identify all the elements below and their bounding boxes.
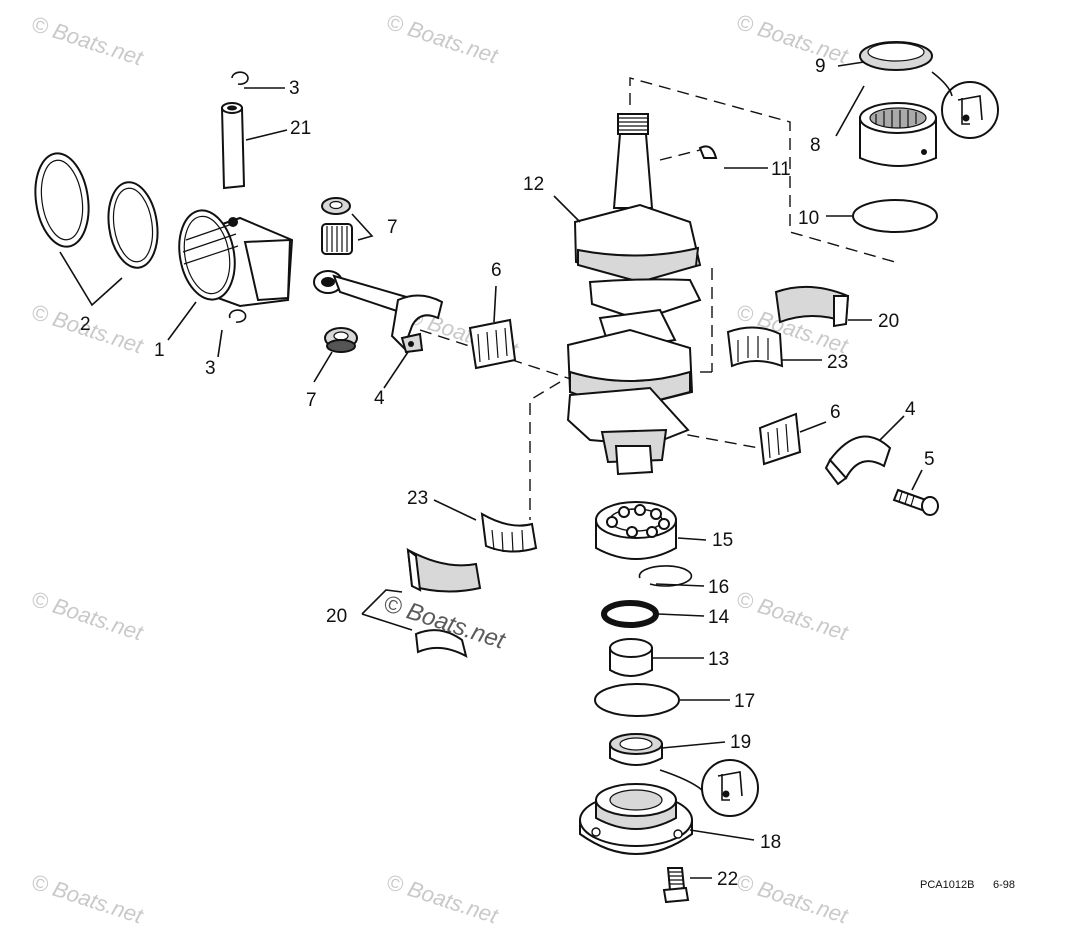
- callout-5: 5: [924, 449, 935, 470]
- needle-bearings: [321, 197, 358, 353]
- callout-14: 14: [708, 607, 730, 628]
- callout-1: 1: [154, 340, 165, 361]
- callout-21: 21: [290, 118, 311, 139]
- callout-4-right: 4: [905, 399, 916, 420]
- callout-2: 2: [80, 314, 91, 335]
- ball-bearing: [595, 501, 677, 560]
- watermark: © Boats.net: [383, 9, 501, 69]
- watermark: © Boats.net: [733, 9, 851, 69]
- piston-rings: [34, 152, 159, 269]
- top-bearing-assembly: [852, 41, 938, 233]
- callout-7-top: 7: [387, 217, 398, 238]
- bearing-cage-lower-right: [758, 412, 802, 466]
- watermark: © Boats.net: [383, 869, 501, 929]
- bearing-cage-right: [726, 326, 784, 368]
- callout-3-top: 3: [289, 78, 300, 99]
- sealant-icon-upper: [941, 81, 999, 139]
- callout-18: 18: [760, 832, 781, 853]
- callout-3-bottom: 3: [205, 358, 216, 379]
- connecting-rod: [313, 270, 444, 354]
- sealant-icon-lower: [701, 759, 759, 817]
- watermark: © Boats.net: [733, 869, 851, 929]
- callout-8: 8: [810, 135, 821, 156]
- figure-code: PCA1012B: [920, 879, 974, 891]
- bearing-cage-lower-left: [480, 512, 538, 553]
- diagram-footer: PCA1012B 6-98: [920, 879, 1015, 891]
- figure-date: 6-98: [993, 879, 1015, 891]
- callout-22: 22: [717, 869, 738, 890]
- callout-23-left: 23: [407, 488, 428, 509]
- woodruff-key: [698, 145, 718, 159]
- callout-labels: 2 1 3 3 21 7 7 4 6 12 11 9 8 10 20 23 6 …: [80, 56, 935, 890]
- retaining-rings: [228, 71, 249, 323]
- watermark: © Boats.net: [28, 11, 146, 71]
- leader-lines: [59, 61, 953, 879]
- callout-19: 19: [730, 732, 751, 753]
- rod-cap: [824, 435, 892, 486]
- lower-components: [579, 565, 693, 904]
- callout-6-right: 6: [830, 402, 841, 423]
- bearing-shell-left: [406, 547, 482, 658]
- callout-12: 12: [523, 174, 544, 195]
- rod-screw: [892, 488, 939, 516]
- crankshaft: [566, 113, 702, 476]
- piston-pin: [220, 102, 246, 190]
- callout-10: 10: [798, 208, 819, 229]
- callout-23-right: 23: [827, 352, 848, 373]
- bearing-shell-right: [774, 285, 850, 328]
- watermark: © Boats.net: [28, 586, 146, 646]
- callout-6-left: 6: [491, 260, 502, 281]
- callout-15: 15: [712, 530, 733, 551]
- callout-13: 13: [708, 649, 729, 670]
- callout-7-bottom: 7: [306, 390, 317, 411]
- callout-11: 11: [771, 159, 791, 180]
- callout-20-right: 20: [878, 311, 899, 332]
- callout-4-left: 4: [374, 388, 385, 409]
- piston: [178, 209, 294, 308]
- callout-17: 17: [734, 691, 755, 712]
- bearing-cage-upper-left: [468, 318, 517, 370]
- callout-9: 9: [815, 56, 826, 77]
- watermark: © Boats.net: [733, 586, 851, 646]
- callout-20-left: 20: [326, 606, 347, 627]
- watermark: © Boats.net: [28, 869, 146, 929]
- callout-16: 16: [708, 577, 729, 598]
